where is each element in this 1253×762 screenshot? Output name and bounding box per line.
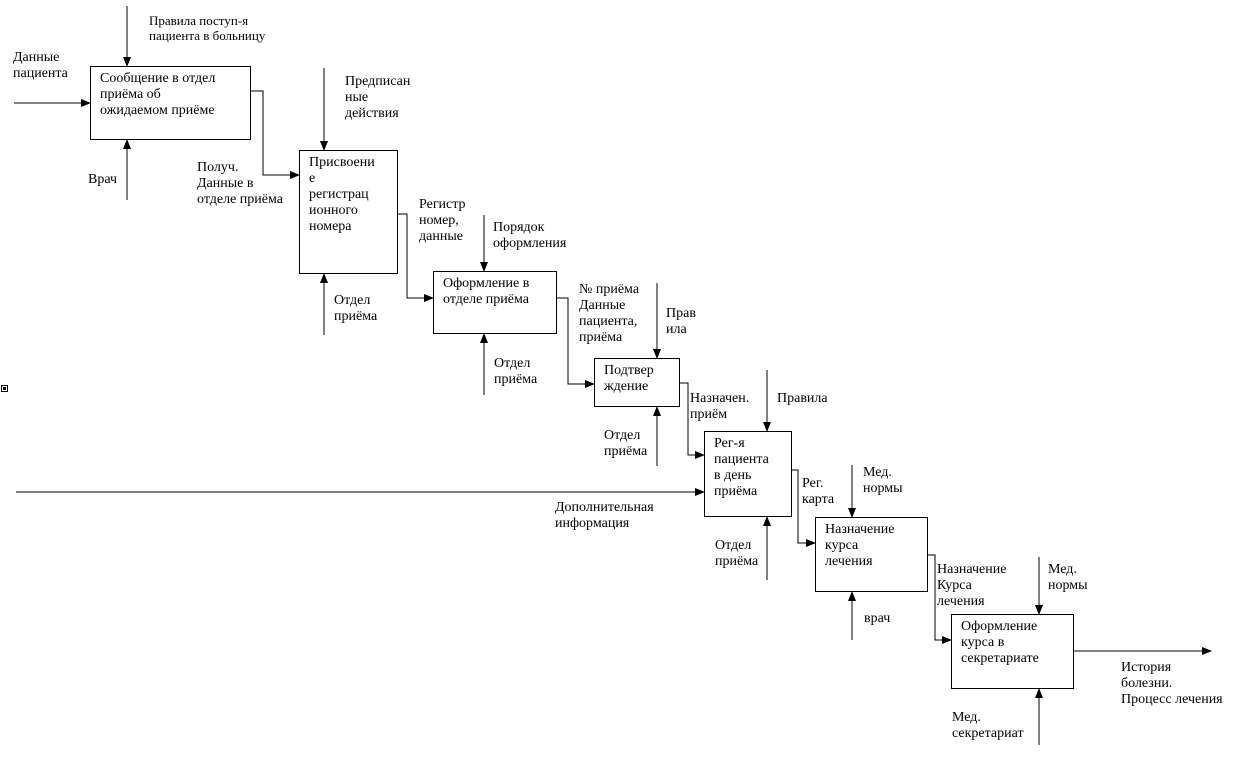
label-doctor: Врач xyxy=(88,172,118,187)
label-med-norms1: Мед. нормы xyxy=(863,465,903,496)
box-notify-admission[interactable]: Сообщение в отдел приёма об ожидаемом пр… xyxy=(90,66,251,140)
label-received-data: Получ. Данные в отделе приёма xyxy=(197,160,283,207)
box-confirmation[interactable]: Подтвер ждение xyxy=(594,358,680,407)
label-history: История болезни. Процесс лечения xyxy=(1121,660,1223,707)
box-secretariat-course[interactable]: Оформление курса в секретариате xyxy=(951,614,1074,689)
arrow-b6-to-b7 xyxy=(928,554,952,644)
label-prescribed: Предписан ные действия xyxy=(345,74,411,121)
label-dept2: Отдел приёма xyxy=(494,356,538,387)
label-dept3: Отдел приёма xyxy=(604,428,648,459)
label-order: Порядок оформления xyxy=(493,220,567,251)
label-course: Назначение Курса лечения xyxy=(937,562,1007,609)
arrow-b1-to-b2 xyxy=(251,90,300,179)
arrow-b3-to-b4 xyxy=(557,297,595,388)
arrow-b5-to-b6 xyxy=(792,469,816,547)
box-assign-reg-number[interactable]: Присвоени е регистрац ионного номера xyxy=(299,150,398,274)
label-rules-short: Прав ила xyxy=(666,306,696,337)
label-assigned: Назначен. приём xyxy=(690,391,750,422)
arrow-b2-to-b3 xyxy=(398,213,434,302)
label-doctor2: врач xyxy=(864,611,891,626)
label-rules: Правила xyxy=(777,391,828,406)
label-dept1: Отдел приёма xyxy=(334,293,378,324)
label-dept4: Отдел приёма xyxy=(715,538,759,569)
box-assign-treatment[interactable]: Назначение курса лечения xyxy=(815,517,928,592)
box-processing-admission[interactable]: Оформление в отделе приёма xyxy=(433,271,557,334)
label-rules-admission: Правила поступ-я пациента в больницу xyxy=(149,13,266,43)
frame-marker-icon xyxy=(1,385,8,392)
arrow-b4-to-b5 xyxy=(680,382,705,459)
label-patient-data: Данные пациента xyxy=(13,50,68,81)
label-reg-number: Регистр номер, данные xyxy=(419,197,466,244)
label-additional: Дополнительная информация xyxy=(555,500,654,531)
label-med-norms2: Мед. нормы xyxy=(1048,562,1088,593)
label-reg-card: Рег. карта xyxy=(802,476,835,507)
label-med-secretariat: Мед. секретариат xyxy=(952,710,1024,741)
label-admission-no: № приёма Данные пациента, приёма xyxy=(579,282,640,345)
box-patient-registration[interactable]: Рег-я пациента в день приёма xyxy=(704,431,792,517)
